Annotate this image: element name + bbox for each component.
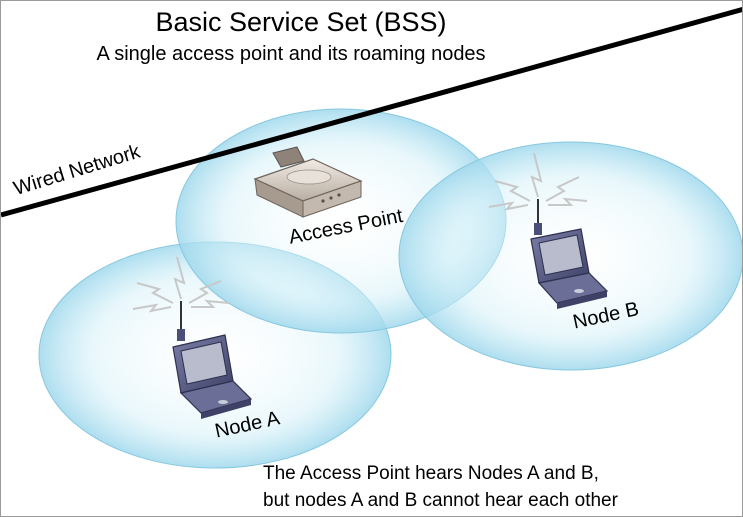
access-point-icon [253, 146, 363, 218]
node-a-laptop-icon [172, 301, 253, 419]
wired-network-line [1, 6, 742, 218]
diagram-subtitle: A single access point and its roaming no… [96, 43, 486, 65]
diagram-caption: The Access Point hears Nodes A and B, bu… [263, 460, 618, 514]
caption-line-2: but nodes A and B cannot hear each other [263, 490, 618, 511]
caption-line-1: The Access Point hears Nodes A and B, [263, 463, 599, 484]
node-b-laptop-icon [530, 199, 609, 309]
diagram-title: Basic Service Set (BSS) [155, 7, 447, 37]
node-a-radio-waves-icon [132, 256, 230, 313]
node-b-radio-waves-icon [488, 152, 588, 211]
